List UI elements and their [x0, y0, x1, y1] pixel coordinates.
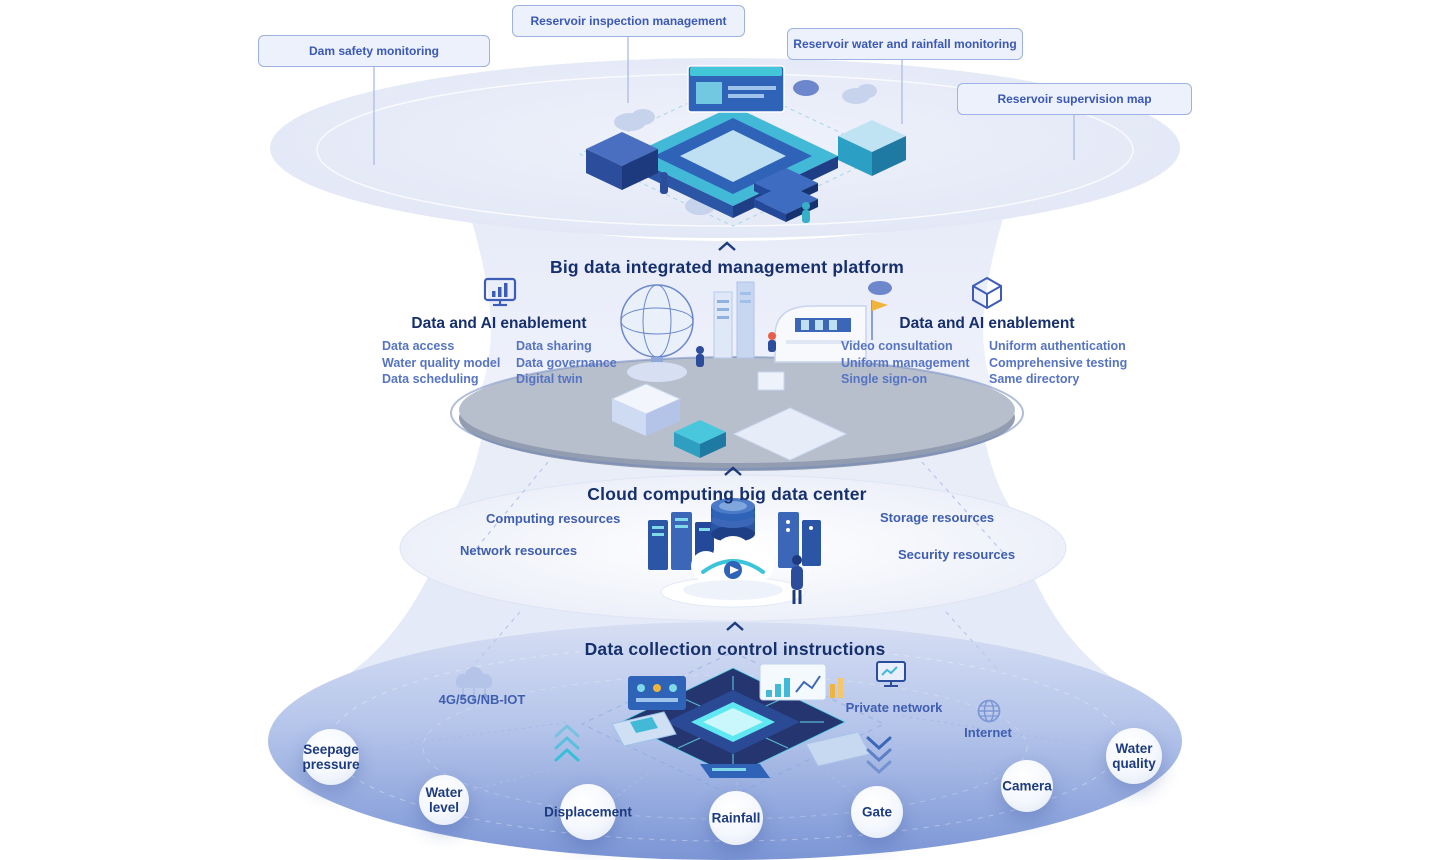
sensor-label: Water quality — [1112, 741, 1156, 771]
sensor-camera: Camera — [1001, 760, 1053, 812]
list-item: Uniform authentication — [989, 339, 1126, 353]
sensor-label: Water level — [425, 785, 463, 815]
sensor-connectors — [361, 715, 1107, 806]
list-item: Uniform management — [841, 355, 970, 370]
list-item: Single sign-on — [841, 372, 928, 386]
list-item: Video consultation — [841, 339, 953, 353]
sensor-label: Rainfall — [711, 810, 761, 826]
sensor-label: Displacement — [544, 804, 632, 820]
left-enablement-title: Data and AI enablement — [411, 315, 587, 332]
collection-illustration — [554, 651, 892, 797]
callout-reservoir-water-rainfall-monitoring: Reservoir water and rainfall monitoring — [787, 28, 1023, 60]
sensor-rainfall: Rainfall — [709, 791, 763, 845]
right-enablement-col1: Video consultation Uniform management Si… — [841, 338, 970, 388]
list-item: Water quality model — [382, 355, 501, 370]
up-chevron-icon — [723, 466, 743, 477]
list-item: Data governance — [516, 355, 617, 370]
right-enablement-title: Data and AI enablement — [899, 315, 1075, 332]
resource-storage: Storage resources — [880, 510, 995, 525]
sensor-circle — [1001, 760, 1053, 812]
sensor-circle — [303, 729, 359, 785]
platform-illustration — [610, 281, 892, 461]
sensor-gate: Gate — [851, 786, 903, 838]
sensor-circle — [851, 786, 903, 838]
list-item: Same directory — [989, 372, 1080, 386]
platform-title: Big data integrated management platform — [550, 257, 904, 277]
list-item: Comprehensive testing — [989, 355, 1128, 370]
resource-network: Network resources — [460, 543, 578, 558]
sensor-water-quality: Water quality — [1106, 728, 1162, 784]
list-item: Digital twin — [516, 372, 583, 386]
network-label-iot: 4G/5G/NB-IOT — [438, 692, 526, 707]
list-item: Data access — [382, 339, 455, 353]
up-chevron-icon — [725, 621, 745, 632]
callout-connectors — [373, 37, 1075, 165]
sensor-label: Seepage pressure — [302, 742, 360, 772]
sensor-label: Camera — [1002, 778, 1052, 794]
list-item: Data sharing — [516, 339, 592, 353]
monitor-icon — [874, 660, 908, 690]
sensor-displacement: Displacement — [544, 784, 632, 840]
sensor-circle — [560, 784, 616, 840]
cloud-title: Cloud computing big data center — [587, 484, 867, 504]
sensor-water-level: Water level — [419, 775, 469, 825]
left-enablement-col1: Data access Water quality model Data sch… — [382, 338, 500, 388]
list-item: Data scheduling — [382, 372, 479, 386]
callout-dam-safety-monitoring: Dam safety monitoring — [258, 35, 490, 67]
sensor-circle — [709, 791, 763, 845]
resource-computing: Computing resources — [486, 511, 621, 526]
sensor-circle — [419, 775, 469, 825]
monitor-chart-icon — [483, 277, 519, 309]
sensor-label: Gate — [861, 804, 892, 820]
sensor-circle — [1106, 728, 1162, 784]
up-chevron-icon — [717, 241, 737, 252]
up-arrows-icon — [554, 723, 580, 762]
cloud-illustration — [648, 498, 821, 608]
cube-icon — [970, 276, 1004, 310]
resource-security: Security resources — [898, 547, 1016, 562]
down-arrows-icon — [866, 736, 892, 775]
left-enablement-col2: Data sharing Data governance Digital twi… — [516, 338, 617, 388]
callout-reservoir-inspection-management: Reservoir inspection management — [512, 5, 745, 37]
sensor-seepage-pressure: Seepage pressure — [302, 729, 360, 785]
globe-icon — [976, 698, 1002, 724]
callout-reservoir-supervision-map: Reservoir supervision map — [957, 83, 1192, 115]
collection-title: Data collection control instructions — [584, 639, 886, 659]
network-label-private: Private network — [845, 700, 943, 715]
network-label-internet: Internet — [964, 725, 1012, 740]
top-illustration — [578, 65, 906, 227]
layer-connectors — [467, 461, 1007, 673]
right-enablement-col2: Uniform authentication Comprehensive tes… — [989, 338, 1127, 388]
cloud-iot-icon — [448, 664, 500, 704]
